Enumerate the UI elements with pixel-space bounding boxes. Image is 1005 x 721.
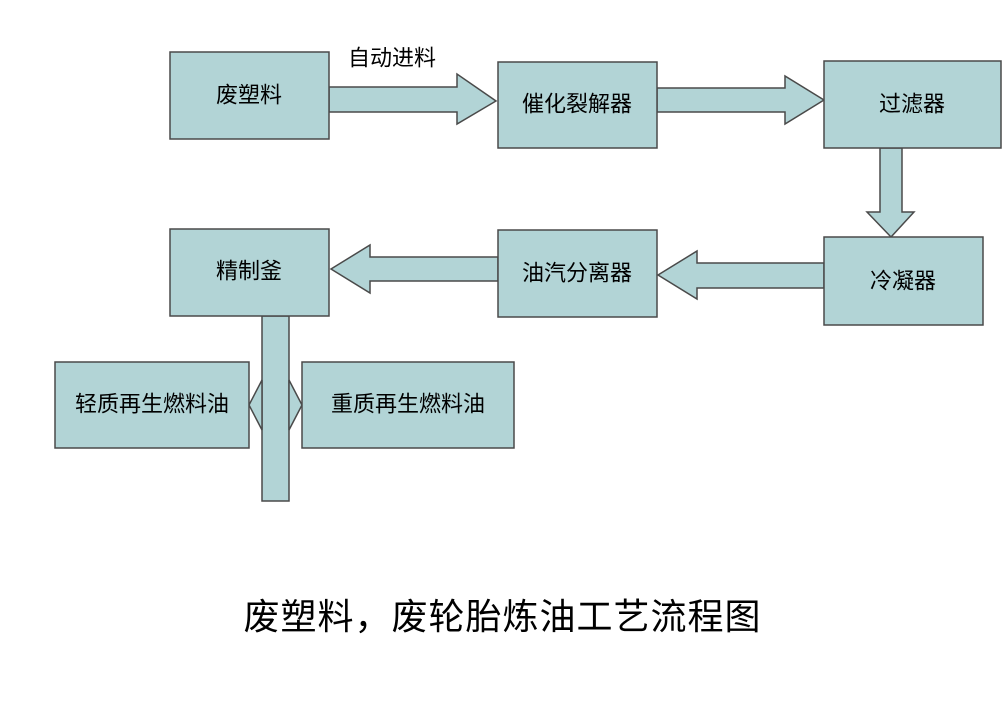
arrow-filter-to-condenser (865, 147, 916, 239)
node-refining-kettle (169, 228, 330, 317)
arrow-plastic-to-cracker (328, 72, 498, 126)
node-light-fuel-oil (54, 361, 250, 449)
arrow-condenser-to-separator (656, 249, 825, 301)
arrow-separator-to-kettle (329, 243, 499, 295)
node-oil-vapor-separator-label: 油汽分离器 (522, 262, 632, 287)
node-heavy-fuel-oil-label: 重质再生燃料油 (331, 393, 485, 418)
node-condenser-label: 冷凝器 (870, 270, 936, 295)
arrow-kettle-to-heavy-oil (288, 379, 303, 431)
node-oil-vapor-separator (497, 229, 658, 318)
node-catalytic-cracker (497, 61, 658, 149)
node-filter-label: 过滤器 (879, 93, 945, 118)
arrow-kettle-to-light-oil (248, 379, 263, 431)
node-filter (823, 60, 1002, 149)
node-catalytic-cracker-label: 催化裂解器 (522, 93, 632, 118)
node-waste-plastic (169, 51, 330, 140)
diagram-caption: 废塑料，废轮胎炼油工艺流程图 (243, 597, 762, 638)
arrow-cracker-to-filter (656, 74, 826, 126)
node-light-fuel-oil-label: 轻质再生燃料油 (75, 393, 229, 418)
edge-label-auto-feed: 自动进料 (348, 47, 436, 72)
outlet-pipe (261, 315, 290, 502)
node-condenser (823, 236, 984, 326)
node-waste-plastic-label: 废塑料 (216, 84, 282, 109)
node-refining-kettle-label: 精制釜 (216, 260, 282, 285)
node-heavy-fuel-oil (301, 361, 515, 449)
